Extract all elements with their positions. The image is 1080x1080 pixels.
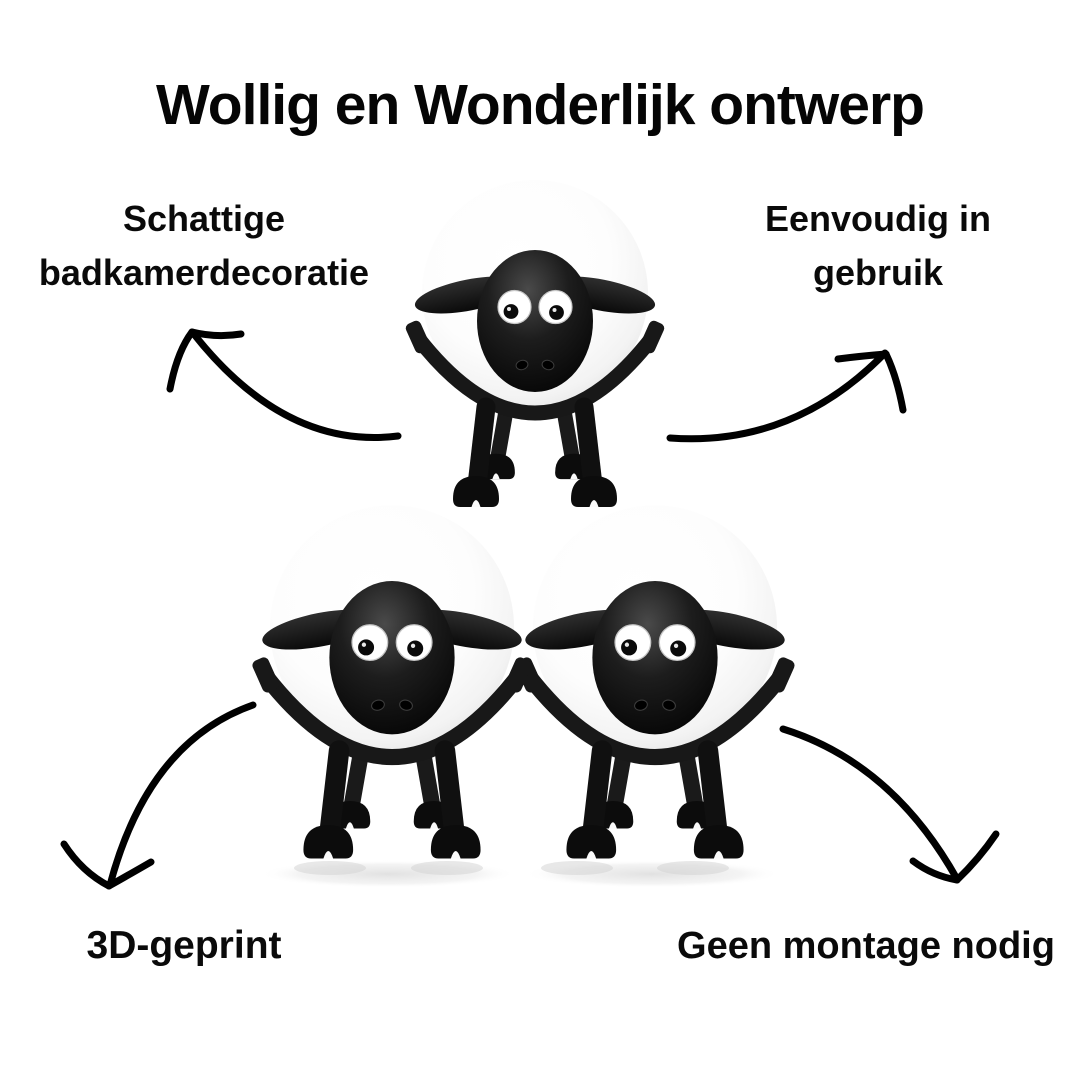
sheep-bottom-right bbox=[514, 505, 797, 858]
callout-text: Schattige bbox=[122, 198, 286, 239]
callout-top-right: Eenvoudig in gebruik bbox=[676, 192, 1080, 300]
arrow-bottom-right-icon bbox=[779, 725, 1000, 884]
sheep-bottom-left bbox=[251, 505, 534, 858]
callout-top-left: Schattige badkamerdecoratie bbox=[8, 192, 400, 300]
arrow-top-right-icon bbox=[666, 349, 907, 443]
callout-text: Eenvoudig in bbox=[764, 198, 991, 239]
callout-text: 3D-geprint bbox=[86, 924, 282, 967]
sheep-top bbox=[404, 180, 666, 507]
callout-text: Geen montage nodig bbox=[677, 925, 1055, 967]
callout-text: badkamerdecoratie bbox=[38, 252, 370, 293]
arrows bbox=[60, 328, 1000, 890]
page-title: Wollig en Wonderlijk ontwerp bbox=[156, 73, 925, 138]
arrow-top-left-icon bbox=[166, 328, 402, 441]
arrow-bottom-left-icon bbox=[60, 701, 257, 890]
callout-bottom-right: Geen montage nodig bbox=[652, 922, 1080, 970]
callout-bottom-left: 3D-geprint bbox=[28, 922, 340, 970]
callout-text: gebruik bbox=[812, 252, 944, 293]
floor-shadows bbox=[260, 860, 780, 888]
